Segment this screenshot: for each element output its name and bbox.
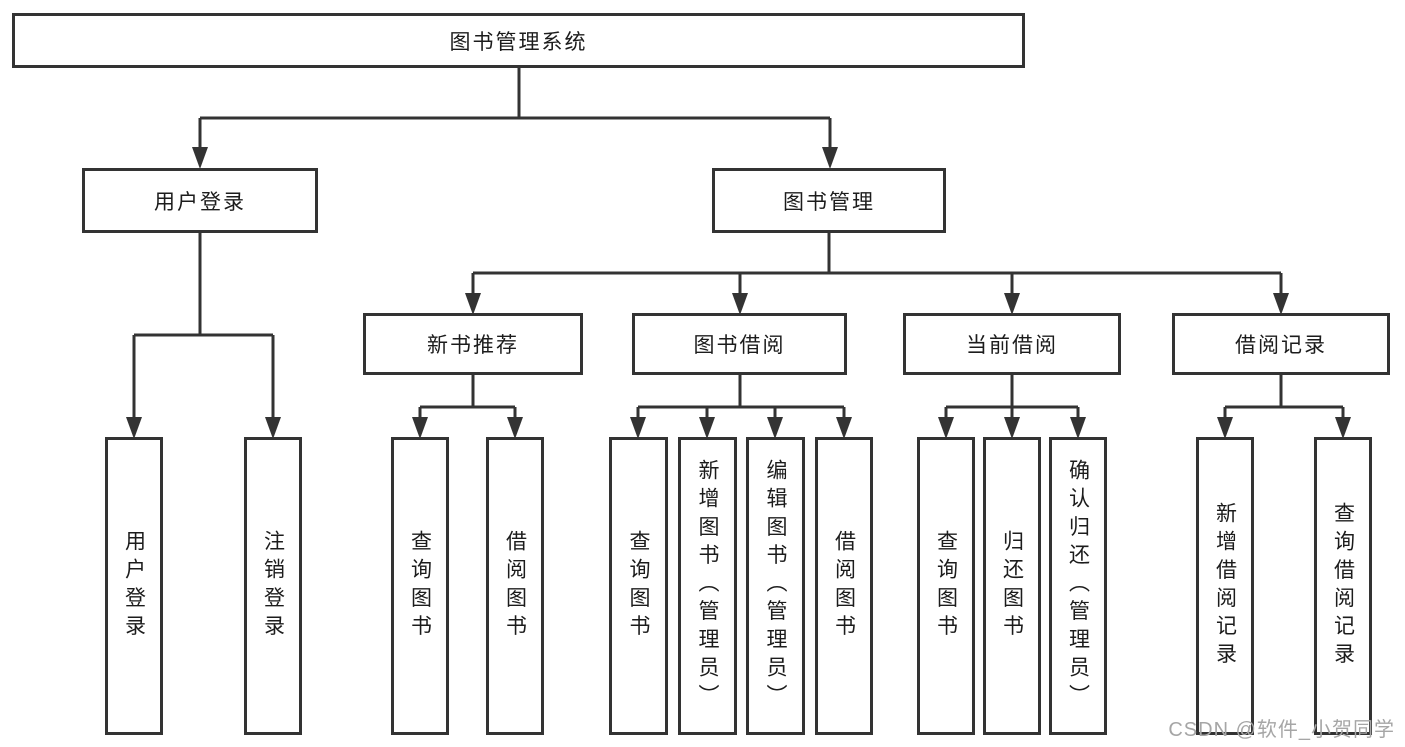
node-new-book: 新书推荐: [363, 313, 583, 375]
arrowheads-borrow-records: [1217, 417, 1351, 439]
leaf-borrow-add-books-admin: 新增图书（管理员）: [678, 437, 737, 735]
arrowheads-current-borrow: [938, 417, 1086, 439]
connector-new-book: [418, 375, 517, 420]
leaf-current-confirm-return-admin-label: 确认归还（管理员）: [1066, 459, 1090, 713]
leaf-borrow-borrow-books: 借阅图书: [815, 437, 873, 735]
connector-book-borrow: [636, 375, 846, 420]
node-borrow-records-label: 借阅记录: [1235, 334, 1327, 357]
leaf-user-login-label: 用户登录: [122, 529, 146, 643]
leaf-records-query-record-label: 查询借阅记录: [1331, 501, 1355, 671]
leaf-newbook-query-books: 查询图书: [391, 437, 449, 735]
watermark-text: CSDN @软件_小贺同学: [1168, 719, 1395, 741]
node-root: 图书管理系统: [12, 13, 1025, 68]
node-book-borrow: 图书借阅: [632, 313, 847, 375]
connector-current-borrow: [944, 375, 1080, 420]
leaf-borrow-query-books-label: 查询图书: [627, 529, 650, 643]
node-user-login: 用户登录: [82, 168, 318, 233]
node-current-borrow-label: 当前借阅: [966, 334, 1058, 357]
leaf-records-add-record-label: 新增借阅记录: [1213, 501, 1237, 671]
leaf-borrow-edit-books-admin-label: 编辑图书（管理员）: [764, 459, 787, 713]
leaf-logout: 注销登录: [244, 437, 302, 735]
node-book-borrow-label: 图书借阅: [693, 334, 786, 357]
leaf-newbook-borrow-books: 借阅图书: [486, 437, 544, 735]
node-book-management-label: 图书管理: [783, 190, 875, 214]
node-borrow-records: 借阅记录: [1172, 313, 1390, 375]
leaf-current-query-books: 查询图书: [917, 437, 975, 735]
arrowheads-book-management: [465, 293, 1289, 315]
leaf-current-return-books-label: 归还图书: [1000, 529, 1024, 643]
arrowheads-book-borrow: [630, 417, 852, 439]
node-current-borrow: 当前借阅: [903, 313, 1121, 375]
arrowheads-root: [192, 147, 838, 169]
leaf-borrow-borrow-books-label: 借阅图书: [832, 529, 856, 643]
node-new-book-label: 新书推荐: [427, 334, 519, 357]
leaf-current-return-books: 归还图书: [983, 437, 1041, 735]
connector-root: [198, 68, 832, 150]
leaf-newbook-query-books-label: 查询图书: [408, 529, 432, 643]
leaf-current-query-books-label: 查询图书: [934, 529, 958, 643]
leaf-records-query-record: 查询借阅记录: [1314, 437, 1372, 735]
leaf-borrow-query-books: 查询图书: [609, 437, 668, 735]
connector-borrow-records: [1223, 375, 1345, 420]
arrowheads-user-login: [126, 417, 281, 439]
node-book-management: 图书管理: [712, 168, 946, 233]
connector-user-login: [132, 233, 275, 420]
leaf-borrow-edit-books-admin: 编辑图书（管理员）: [746, 437, 805, 735]
leaf-user-login: 用户登录: [105, 437, 163, 735]
leaf-logout-label: 注销登录: [261, 529, 285, 643]
arrowheads-new-book: [412, 417, 523, 439]
connector-book-management: [471, 233, 1283, 296]
node-root-label: 图书管理系统: [449, 30, 588, 54]
leaf-current-confirm-return-admin: 确认归还（管理员）: [1049, 437, 1107, 735]
node-user-login-label: 用户登录: [154, 190, 246, 214]
leaf-borrow-add-books-admin-label: 新增图书（管理员）: [696, 459, 719, 713]
leaf-newbook-borrow-books-label: 借阅图书: [503, 529, 527, 643]
leaf-records-add-record: 新增借阅记录: [1196, 437, 1254, 735]
